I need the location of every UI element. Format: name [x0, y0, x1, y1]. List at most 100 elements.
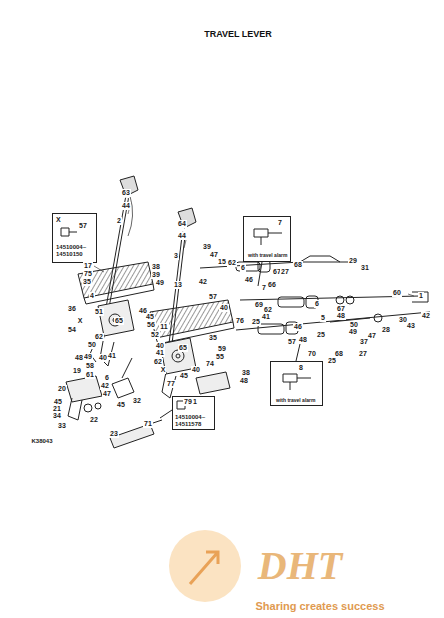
callout-number: 19 — [72, 367, 82, 375]
callout-number: 48 — [298, 336, 308, 344]
callout-number: 3 — [173, 252, 179, 260]
callout-number: 44 — [121, 202, 131, 210]
callout-number: X — [160, 366, 167, 374]
callout-number: 8 — [299, 364, 303, 372]
note-text: 57 — [79, 222, 87, 230]
callout-number: 65 — [178, 344, 188, 352]
callout-number: 71 — [143, 420, 153, 428]
callout-number: 47 — [102, 390, 112, 398]
callout-number: 46 — [293, 323, 303, 331]
callout-number: 58 — [85, 362, 95, 370]
callout-number: 11 — [159, 323, 168, 331]
note-text: 14510004~ 14511578 — [175, 414, 212, 428]
callout-number: 76 — [235, 317, 245, 325]
callout-box: X 57 14510004~ 14510150 — [52, 213, 97, 263]
callout-number: 29 — [348, 257, 358, 265]
callout-number: 66 — [267, 281, 277, 289]
callout-number: 37 — [359, 338, 369, 346]
callout-number: 57 — [287, 338, 297, 346]
callout-number: 65 — [114, 317, 124, 325]
callout-number: 42 — [421, 312, 431, 320]
callout-number: 48 — [239, 377, 249, 385]
callout-number: 13 — [173, 281, 183, 289]
callout-number: 46 — [244, 276, 254, 284]
callout-number: 38 — [151, 263, 161, 271]
callout-number: 34 — [52, 412, 62, 420]
callout-number: 25 — [251, 318, 261, 326]
callout-number: 41 — [107, 352, 117, 360]
callout-number: 36 — [67, 305, 77, 313]
callout-number: 56 — [146, 321, 156, 329]
part-icon — [244, 217, 304, 267]
diagram-title: TRAVEL LEVER — [204, 29, 272, 39]
callout-number: 45 — [116, 401, 126, 409]
callout-number: 35 — [208, 334, 218, 342]
callout-number: 20 — [57, 385, 67, 393]
callout-number: 2 — [116, 217, 122, 225]
callout-number: 25 — [316, 331, 326, 339]
callout-number: 77 — [166, 380, 176, 388]
callout-number: 6 — [240, 264, 246, 272]
callout-number: 42 — [198, 278, 208, 286]
callout-number: 49 — [83, 353, 93, 361]
drawing-number: K38043 — [30, 437, 53, 445]
callout-number: 68 — [293, 261, 303, 269]
callout-number: 32 — [132, 397, 142, 405]
callout-number: X — [77, 317, 84, 325]
callout-box: 7114510004~ 14511578 — [172, 396, 215, 430]
callout-number: 60 — [392, 289, 402, 297]
callout-number: 7 — [278, 219, 282, 227]
callout-number: 45 — [179, 372, 189, 380]
callout-number: 48 — [74, 354, 84, 362]
callout-number: 6 — [104, 374, 110, 382]
callout-number: 55 — [215, 353, 225, 361]
callout-number: 5 — [320, 314, 326, 322]
callout-number: 23 — [109, 430, 119, 438]
callout-number: 62 — [153, 358, 163, 366]
callout-box: 7with travel alarm — [243, 216, 291, 262]
callout-number: 42 — [100, 382, 110, 390]
callout-number: 6 — [314, 300, 320, 308]
callout-number: 25 — [327, 357, 337, 365]
callout-number: 40 — [191, 366, 201, 374]
callout-number: 7 — [261, 284, 267, 292]
callout-number: 22 — [89, 416, 99, 424]
callout-number: 54 — [67, 326, 77, 334]
callout-number: 1 — [418, 292, 424, 300]
callout-number: X — [56, 216, 61, 224]
callout-number: 52 — [150, 331, 160, 339]
callout-number: 63 — [121, 189, 131, 197]
callout-number: 15 — [217, 258, 227, 266]
watermark: Sharing creates success — [254, 600, 385, 613]
callout-number: 49 — [348, 328, 358, 336]
callout-number: 50 — [87, 341, 97, 349]
callout-number: 40 — [219, 304, 229, 312]
callout-number: 49 — [155, 279, 165, 287]
callout-number: 61 — [85, 371, 95, 379]
callout-number: 70 — [307, 350, 317, 358]
callout-number: 39 — [151, 271, 161, 279]
callout-number: 62 — [227, 259, 237, 267]
callout-number: 17 — [83, 262, 93, 270]
callout-number: 64 — [177, 220, 187, 228]
callout-number: 57 — [208, 293, 218, 301]
callout-number: 27 — [358, 350, 368, 358]
watermark: DHT — [257, 544, 343, 588]
callout-number: 48 — [336, 312, 346, 320]
callout-number: 28 — [381, 326, 391, 334]
note-text: with travel alarm — [276, 396, 315, 404]
callout-number: 4 — [89, 292, 95, 300]
callout-number: 62 — [94, 333, 104, 341]
callout-number: 38 — [241, 369, 251, 377]
callout-number: 59 — [217, 345, 227, 353]
callout-number: 27 — [280, 268, 290, 276]
callout-number: 35 — [82, 278, 92, 286]
callout-box: 8 with travel alarm — [270, 361, 323, 406]
callout-number: 41 — [155, 349, 165, 357]
note-text: 14510004~ 14510150 — [56, 244, 94, 258]
callout-number: 45 — [145, 313, 155, 321]
callout-number: 41 — [261, 313, 271, 321]
callout-number: 74 — [205, 360, 215, 368]
callout-number: 39 — [202, 243, 212, 251]
callout-number: 79 — [183, 398, 193, 406]
